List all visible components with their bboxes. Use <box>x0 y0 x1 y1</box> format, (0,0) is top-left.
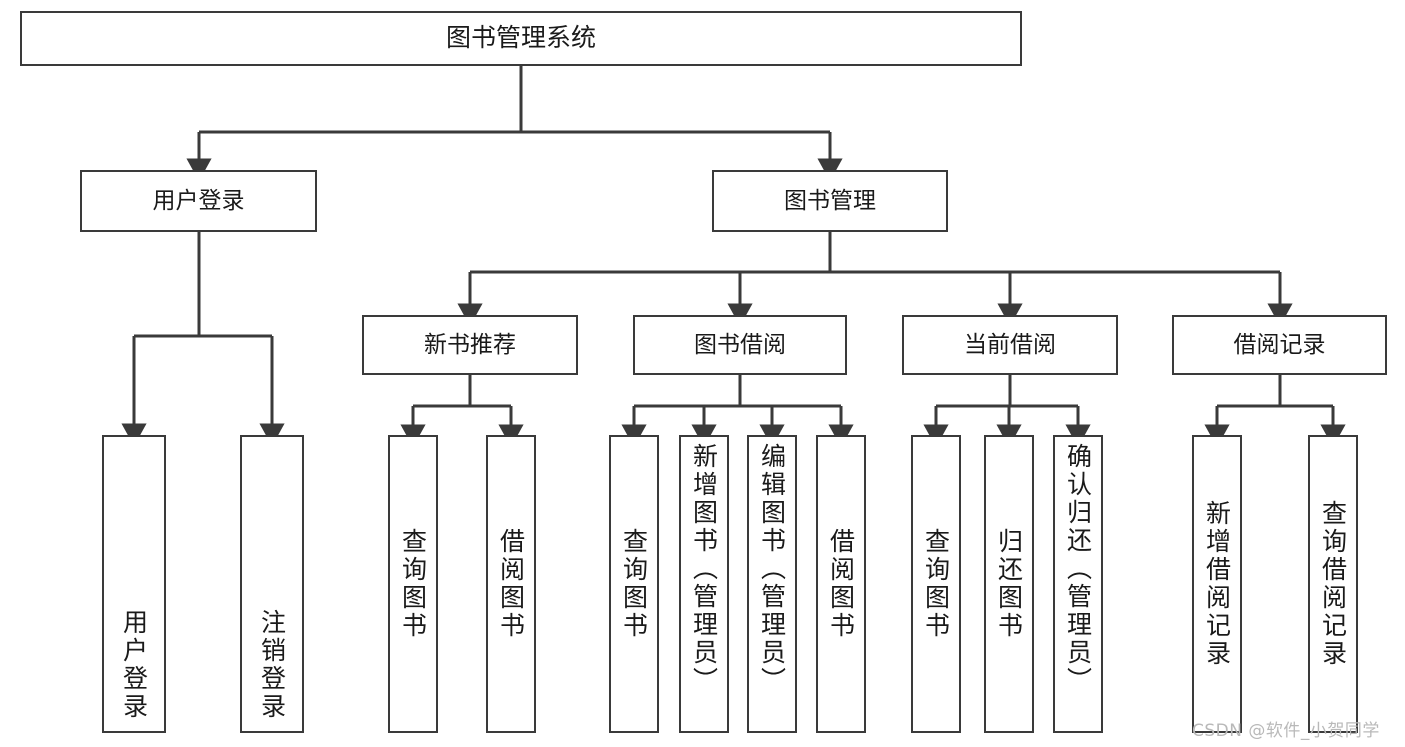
leaf-add-borrow-record-label: 新增借阅记录 <box>1202 500 1232 668</box>
leaf-return-book-label: 归还图书 <box>994 528 1024 640</box>
leaf-logout-label: 注销登录 <box>257 609 287 721</box>
node-book-management[interactable]: 图书管理 <box>712 170 948 232</box>
leaf-new-book-query-label: 查询图书 <box>398 528 428 640</box>
leaf-add-borrow-record[interactable]: 新增借阅记录 <box>1192 435 1242 733</box>
leaf-borrow-book-label: 借阅图书 <box>826 528 856 640</box>
leaf-user-login-label: 用户登录 <box>119 609 149 721</box>
leaf-query-borrow-record-label: 查询借阅记录 <box>1318 500 1348 668</box>
node-current-borrow[interactable]: 当前借阅 <box>902 315 1118 375</box>
csdn-watermark: CSDN @软件_小贺同学 <box>1192 721 1380 741</box>
leaf-borrow-query-book-label: 查询图书 <box>619 528 649 640</box>
leaf-confirm-return-admin-label: 确认归还（管理员） <box>1063 443 1093 695</box>
leaf-add-book-admin[interactable]: 新增图书（管理员） <box>679 435 729 733</box>
leaf-edit-book-admin-label: 编辑图书（管理员） <box>757 443 787 695</box>
leaf-new-book-borrow-label: 借阅图书 <box>496 528 526 640</box>
node-book-borrow[interactable]: 图书借阅 <box>633 315 847 375</box>
node-user-login[interactable]: 用户登录 <box>80 170 317 232</box>
node-borrow-record-label: 借阅记录 <box>1233 331 1326 358</box>
leaf-query-borrow-record[interactable]: 查询借阅记录 <box>1308 435 1358 733</box>
node-new-book-recommend[interactable]: 新书推荐 <box>362 315 578 375</box>
node-root-label: 图书管理系统 <box>445 23 596 53</box>
leaf-add-book-admin-label: 新增图书（管理员） <box>689 443 719 695</box>
node-user-login-label: 用户登录 <box>152 187 245 214</box>
leaf-current-query-book-label: 查询图书 <box>921 528 951 640</box>
node-book-borrow-label: 图书借阅 <box>694 331 786 358</box>
node-book-management-label: 图书管理 <box>784 187 876 214</box>
leaf-borrow-book[interactable]: 借阅图书 <box>816 435 866 733</box>
node-borrow-record[interactable]: 借阅记录 <box>1172 315 1387 375</box>
leaf-return-book[interactable]: 归还图书 <box>984 435 1034 733</box>
leaf-confirm-return-admin[interactable]: 确认归还（管理员） <box>1053 435 1103 733</box>
leaf-logout[interactable]: 注销登录 <box>240 435 304 733</box>
leaf-new-book-query[interactable]: 查询图书 <box>388 435 438 733</box>
node-root[interactable]: 图书管理系统 <box>20 11 1022 66</box>
leaf-current-query-book[interactable]: 查询图书 <box>911 435 961 733</box>
node-new-book-recommend-label: 新书推荐 <box>424 331 516 358</box>
leaf-user-login[interactable]: 用户登录 <box>102 435 166 733</box>
node-current-borrow-label: 当前借阅 <box>964 331 1056 358</box>
leaf-borrow-query-book[interactable]: 查询图书 <box>609 435 659 733</box>
leaf-new-book-borrow[interactable]: 借阅图书 <box>486 435 536 733</box>
leaf-edit-book-admin[interactable]: 编辑图书（管理员） <box>747 435 797 733</box>
